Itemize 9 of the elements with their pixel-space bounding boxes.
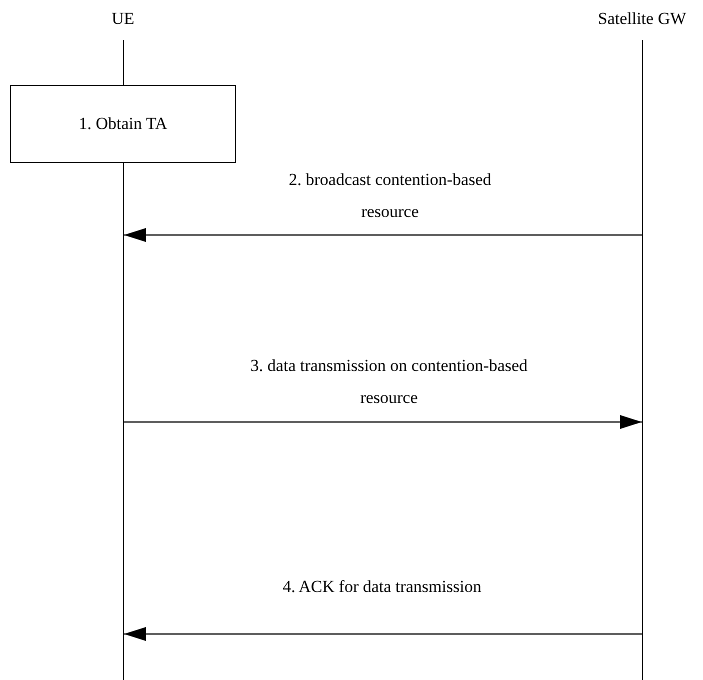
message-arrow: [124, 627, 642, 641]
edge-label: 4. ACK for data transmission: [282, 576, 482, 598]
message-arrow: [124, 228, 642, 242]
process-box: 1. Obtain TA: [10, 85, 236, 163]
edge-label: 3. data transmission on contention-based resource: [249, 355, 529, 409]
lifeline: [123, 163, 124, 680]
message-arrow: [124, 415, 642, 429]
lifeline: [642, 40, 643, 680]
edge-label: 2. broadcast contention-based resource: [288, 169, 492, 223]
